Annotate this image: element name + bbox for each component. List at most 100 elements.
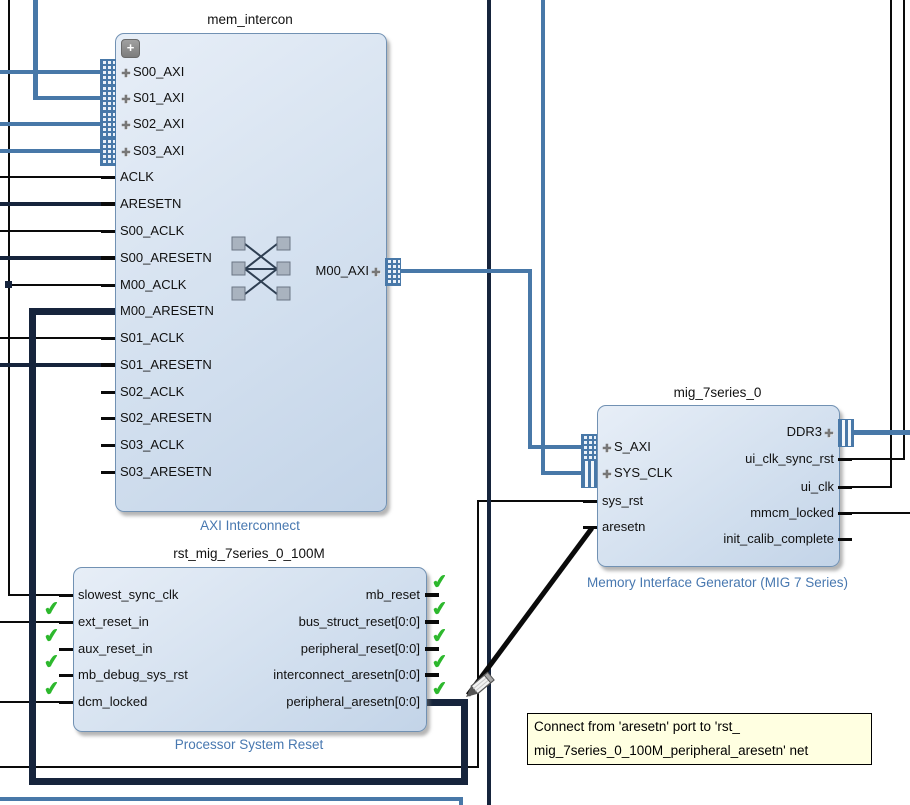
- net-aresetn[interactable]: [0, 202, 101, 206]
- net-peripheral-aresetn-vleft[interactable]: [29, 308, 36, 785]
- stub-peripheral-reset[interactable]: [425, 647, 439, 651]
- port-s-axi[interactable]: ✚S_AXI: [600, 438, 650, 456]
- net-aclk[interactable]: [0, 176, 101, 178]
- net-peripheral-aresetn-vright[interactable]: [461, 699, 468, 785]
- port-mmcm-locked[interactable]: mmcm_locked: [750, 505, 834, 520]
- stub-mb-reset[interactable]: [425, 593, 439, 597]
- stub-s03-aclk[interactable]: [101, 444, 115, 447]
- connector-ddr3[interactable]: [838, 419, 854, 447]
- connector-s01-axi[interactable]: [100, 85, 116, 113]
- net-ui-clk-sync-rst-v[interactable]: [903, 0, 905, 460]
- stub-aux-reset-in[interactable]: [59, 648, 73, 651]
- stub-aclk[interactable]: [101, 176, 115, 179]
- net-ui-clk-h[interactable]: [852, 486, 892, 488]
- net-s00-aclk[interactable]: [0, 230, 101, 232]
- connector-s00-axi[interactable]: [100, 59, 116, 87]
- net-s01-aresetn[interactable]: [0, 363, 101, 367]
- port-s03-aclk[interactable]: S03_ACLK: [120, 437, 185, 452]
- net-peripheral-aresetn-port[interactable]: [425, 699, 468, 706]
- net-bottom-axi-h[interactable]: [0, 797, 463, 801]
- stub-mig-aresetn[interactable]: [583, 526, 597, 529]
- port-interconnect-aresetn[interactable]: interconnect_aresetn[0:0]: [273, 667, 420, 682]
- port-s00-axi[interactable]: ✚S00_AXI: [119, 63, 184, 81]
- net-m00-axi-v[interactable]: [528, 269, 532, 449]
- stub-sys-rst[interactable]: [583, 500, 597, 503]
- expand-button-icon[interactable]: +: [121, 39, 140, 58]
- stub-ext-reset-in[interactable]: [59, 621, 73, 624]
- net-m00-axi-h1[interactable]: [399, 269, 532, 273]
- port-peripheral-reset[interactable]: peripheral_reset[0:0]: [300, 641, 420, 656]
- net-sys-rst-v[interactable]: [477, 500, 479, 767]
- net-m00-axi-h2[interactable]: [528, 445, 581, 449]
- net-mmcm-locked[interactable]: [852, 512, 910, 514]
- port-slowest-sync-clk[interactable]: slowest_sync_clk: [78, 587, 179, 602]
- net-slowest-sync-clk[interactable]: [8, 594, 73, 596]
- net-sys-rst-h1[interactable]: [477, 500, 583, 502]
- stub-mb-debug-sys-rst[interactable]: [59, 674, 73, 677]
- port-m00-aclk[interactable]: M00_ACLK: [120, 277, 187, 292]
- stub-s02-aclk[interactable]: [101, 391, 115, 394]
- stub-s01-aresetn[interactable]: [101, 363, 115, 367]
- port-mig-aresetn[interactable]: aresetn: [602, 519, 646, 534]
- stub-s01-aclk[interactable]: [101, 337, 115, 340]
- port-sys-clk[interactable]: ✚SYS_CLK: [600, 464, 672, 482]
- net-bottom-axi-v[interactable]: [459, 797, 463, 805]
- net-peripheral-aresetn-m00[interactable]: [29, 308, 115, 315]
- connector-sys-clk[interactable]: [581, 460, 597, 488]
- port-s01-axi[interactable]: ✚S01_AXI: [119, 89, 184, 107]
- stub-init-calib-complete[interactable]: [838, 538, 852, 541]
- port-init-calib-complete[interactable]: init_calib_complete: [723, 531, 834, 546]
- port-s03-axi[interactable]: ✚S03_AXI: [119, 142, 184, 160]
- stub-aresetn[interactable]: [101, 202, 115, 206]
- net-peripheral-aresetn-bottom[interactable]: [29, 778, 468, 785]
- stub-ui-clk[interactable]: [838, 486, 852, 489]
- net-clk-vertical[interactable]: [8, 0, 10, 596]
- stub-ui-clk-sync-rst[interactable]: [838, 458, 852, 461]
- stub-s00-aclk[interactable]: [101, 230, 115, 233]
- net-ui-clk-v[interactable]: [890, 0, 892, 488]
- port-mb-reset[interactable]: mb_reset: [365, 587, 420, 602]
- port-ddr3[interactable]: DDR3✚: [700, 423, 836, 441]
- net-sys-clk-v[interactable]: [541, 0, 545, 475]
- net-s01-aclk[interactable]: [0, 337, 101, 339]
- net-dcm-locked[interactable]: [0, 701, 73, 703]
- connector-s-axi[interactable]: [581, 434, 597, 462]
- net-m00-aclk[interactable]: [8, 284, 101, 286]
- stub-s02-aresetn[interactable]: [101, 417, 115, 420]
- net-sys-rst-h2[interactable]: [0, 766, 479, 768]
- port-aresetn[interactable]: ARESETN: [120, 196, 182, 211]
- port-dcm-locked[interactable]: dcm_locked: [78, 694, 148, 709]
- port-sys-rst[interactable]: sys_rst: [602, 493, 644, 508]
- stub-mmcm-locked[interactable]: [838, 512, 852, 515]
- net-s01-axi-v[interactable]: [33, 0, 38, 100]
- port-ext-reset-in[interactable]: ext_reset_in: [78, 614, 149, 629]
- stub-dcm-locked[interactable]: [59, 701, 73, 704]
- net-long-vertical[interactable]: [487, 0, 491, 805]
- port-s02-aresetn[interactable]: S02_ARESETN: [120, 410, 212, 425]
- stub-s00-aresetn[interactable]: [101, 256, 115, 260]
- port-s01-aclk[interactable]: S01_ACLK: [120, 330, 185, 345]
- net-s02-axi[interactable]: [0, 122, 100, 126]
- port-ui-clk[interactable]: ui_clk: [800, 479, 834, 494]
- port-peripheral-aresetn[interactable]: peripheral_aresetn[0:0]: [286, 694, 420, 709]
- connector-m00-axi[interactable]: [385, 258, 401, 286]
- port-m00-axi[interactable]: M00_AXI✚: [255, 262, 383, 280]
- connector-s02-axi[interactable]: [100, 111, 116, 139]
- port-m00-aresetn[interactable]: M00_ARESETN: [120, 303, 214, 318]
- port-s00-aclk[interactable]: S00_ACLK: [120, 223, 185, 238]
- port-aclk[interactable]: ACLK: [120, 169, 154, 184]
- stub-slowest-sync-clk[interactable]: [59, 594, 73, 597]
- block-rst-mig-7series-0-100m[interactable]: [73, 567, 427, 732]
- port-s03-aresetn[interactable]: S03_ARESETN: [120, 464, 212, 479]
- stub-s03-aresetn[interactable]: [101, 471, 115, 474]
- port-aux-reset-in[interactable]: aux_reset_in: [78, 641, 153, 656]
- net-s01-axi-h[interactable]: [33, 96, 100, 100]
- stub-bus-struct-reset[interactable]: [425, 620, 439, 624]
- net-sys-clk-h[interactable]: [541, 471, 581, 475]
- net-s00-axi[interactable]: [0, 70, 100, 74]
- net-s00-aresetn[interactable]: [0, 256, 101, 260]
- net-ui-clk-sync-rst-h[interactable]: [852, 458, 905, 460]
- net-ddr3[interactable]: [852, 430, 910, 435]
- port-ui-clk-sync-rst[interactable]: ui_clk_sync_rst: [745, 451, 834, 466]
